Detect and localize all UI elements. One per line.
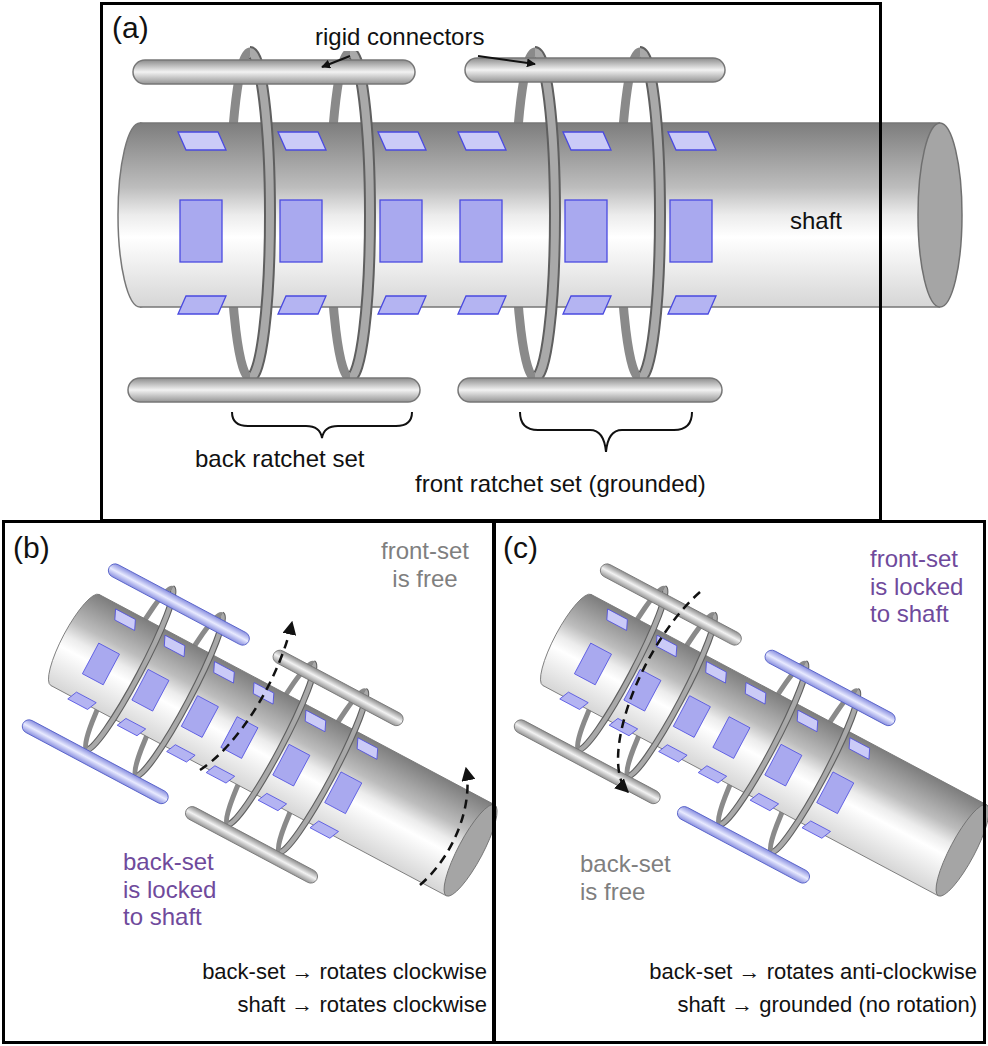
part-label: front ratchet set (grounded)	[415, 470, 706, 498]
part-label: rigid connectors	[315, 23, 484, 51]
connector-rod	[458, 58, 725, 402]
panel-letter: (a)	[112, 11, 149, 46]
leader-arrow	[322, 56, 350, 67]
state-label: front-set is free	[370, 537, 480, 592]
state-label: front-set is locked to shaft	[870, 545, 975, 628]
motion-note: shaft → rotates clockwise	[238, 992, 487, 1017]
connector-rod	[20, 560, 254, 806]
state-label: back-set is locked to shaft	[123, 848, 235, 931]
part-label: back ratchet set	[195, 445, 364, 473]
panel-frame: (a) rigid connectors shaft back ratchet set…	[100, 2, 882, 522]
connector-rod	[128, 60, 420, 402]
state-label: back-set is free	[580, 850, 680, 905]
brace	[520, 412, 692, 452]
rotation-arrow	[618, 592, 700, 792]
panel-letter: (b)	[13, 531, 50, 566]
part-label: shaft	[790, 207, 842, 235]
shaft-assembly	[118, 52, 962, 378]
shaft-assembly-view	[15, 554, 524, 949]
motion-note: shaft → grounded (no rotation)	[677, 992, 977, 1017]
motion-note: back-set → rotates clockwise	[202, 959, 487, 984]
connector-rod	[512, 560, 746, 806]
brace	[232, 412, 412, 438]
panel-letter: (c)	[503, 531, 538, 566]
rotation-arrow	[420, 768, 468, 885]
motion-note: back-set → rotates anti-clockwise	[649, 959, 977, 984]
connector-rod	[675, 646, 897, 886]
panel-frame: (b) front-set is free back-set is locked t…	[2, 520, 496, 1044]
panel-frame: (c) front-set is locked to shaft back-set …	[492, 520, 986, 1044]
shaft-assembly	[21, 554, 524, 937]
leader-arrow	[478, 56, 535, 64]
rotation-arrow	[200, 622, 292, 770]
